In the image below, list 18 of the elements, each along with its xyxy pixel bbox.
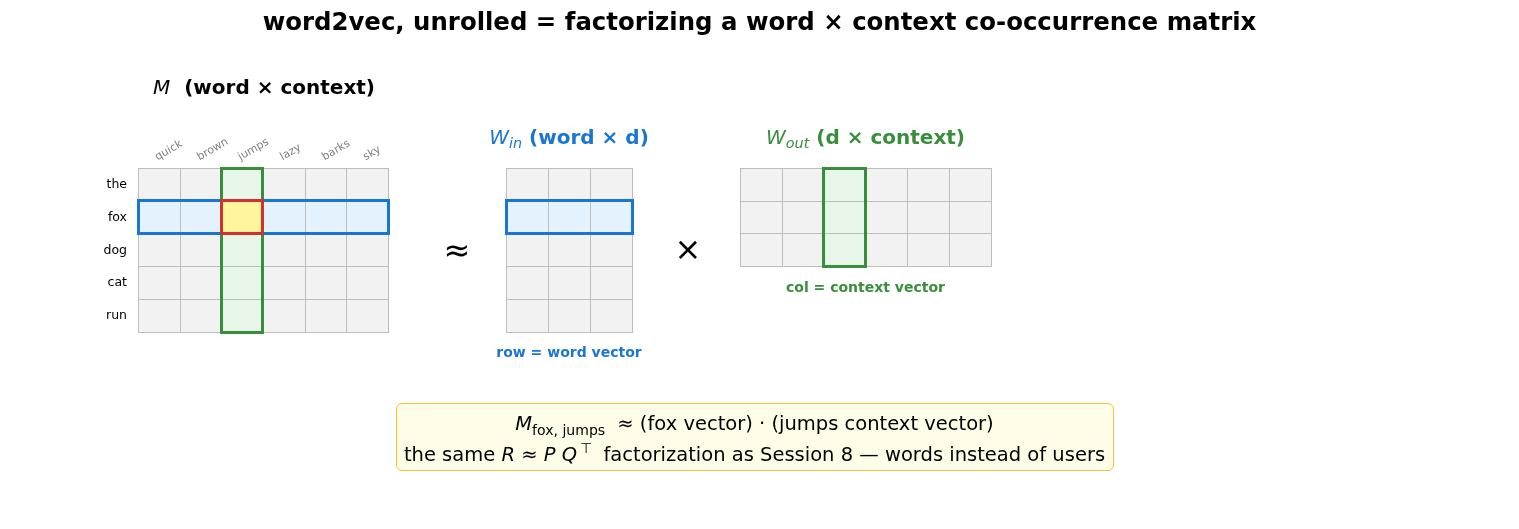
row-label: fox: [106, 209, 127, 225]
row-label: dog: [102, 242, 127, 258]
multiplication-sign: ×: [673, 231, 703, 267]
matrix-caption: row = word vector: [495, 343, 643, 361]
matrix-title: M (word × context): [153, 75, 375, 99]
column-label: lazy: [277, 140, 303, 163]
row-label: cat: [106, 274, 127, 290]
formula-text: the same R ≈ P Q$^{⊤}$ factorization as Session 8 — words instead of users: [402, 443, 1107, 467]
formula-text: M$_{fox, jumps}$ ≈ (fox vector) · (jumps context vector): [514, 412, 995, 436]
row-label: the: [105, 176, 127, 192]
approximately-sign: ≈: [442, 232, 472, 268]
matrix-title: W$_{in}$ (word × d): [488, 125, 650, 149]
row-label: run: [105, 307, 127, 323]
matrix-caption: col = context vector: [785, 278, 946, 296]
diagram-title: word2vec, unrolled = factorizing a word × context co-occurrence matrix: [261, 7, 1258, 37]
formula-box: [396, 403, 1114, 471]
column-label: sky: [360, 142, 383, 163]
matrix-title: W$_{out}$ (d × context): [765, 125, 966, 149]
